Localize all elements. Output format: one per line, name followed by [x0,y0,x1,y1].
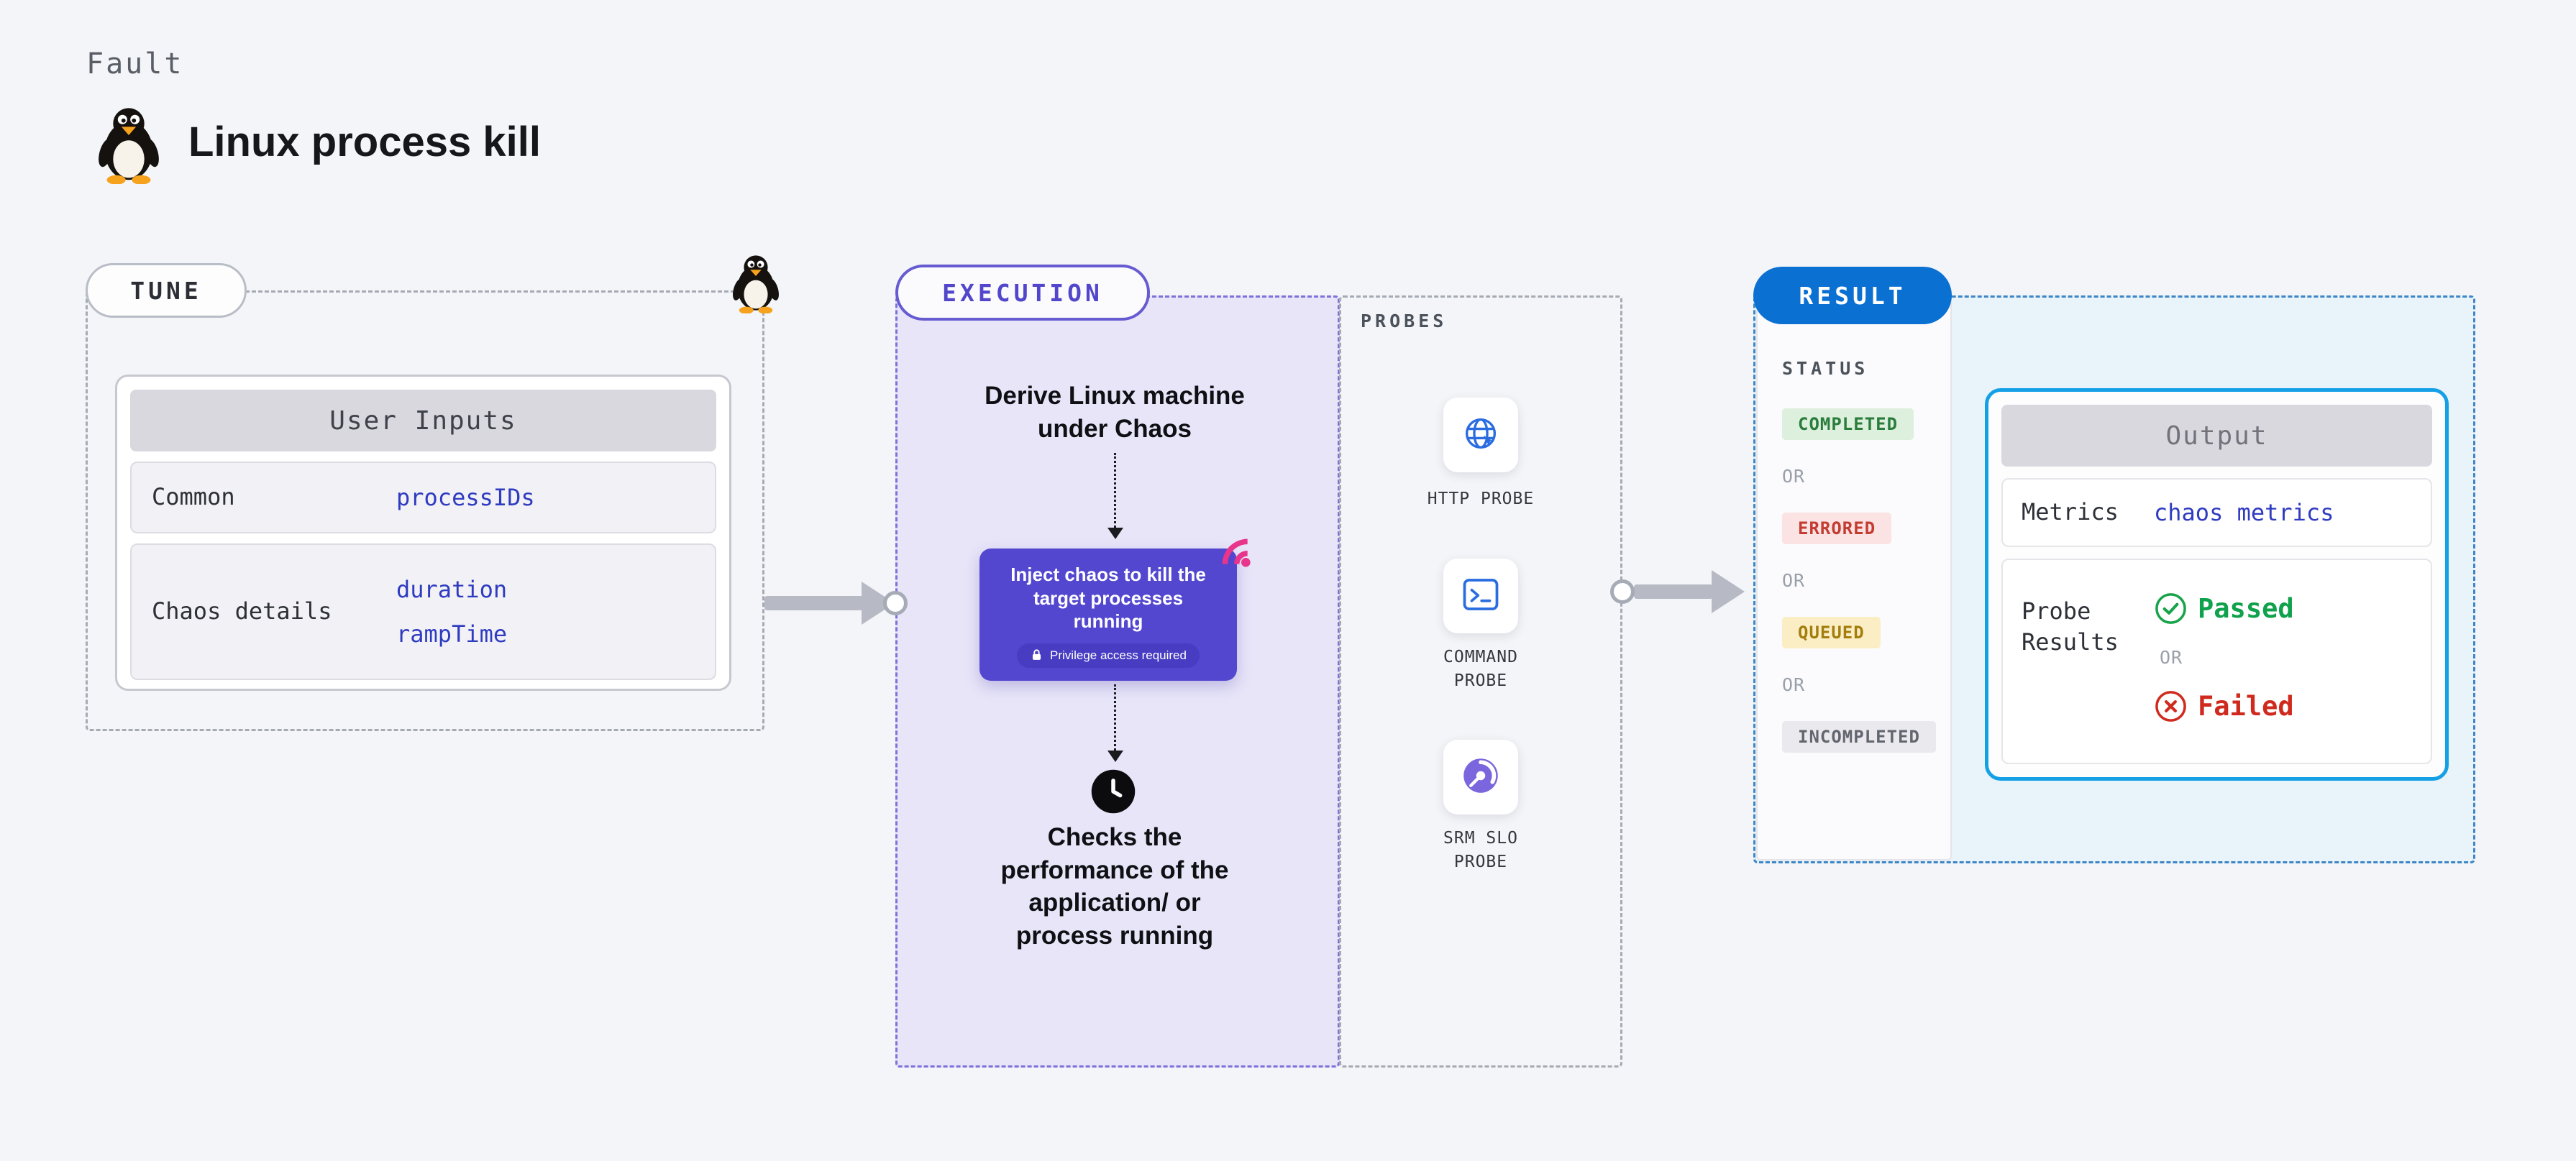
row-label-probe-results: Probe Results [2022,597,2119,656]
probe-label-http: HTTP PROBE [1427,490,1535,508]
dotted-arrowhead-icon [1107,528,1123,539]
fault-kicker: Fault [86,47,184,81]
tux-penguin-icon [93,105,164,185]
or-separator: OR [1782,674,1806,695]
probe-result-passed: Passed [2154,592,2294,625]
status-stack: COMPLETED OR ERRORED OR QUEUED OR INCOMP… [1782,408,1936,753]
table-row: Probe Results Passed OR [2001,559,2432,764]
arrow-execution-to-result [1634,584,1713,599]
execution-pill: EXECUTION [895,265,1150,321]
connector-dot [883,591,908,615]
execution-region [895,295,1340,1068]
status-badge-incompleted: INCOMPLETED [1782,721,1936,753]
table-row: Common processIDs [130,462,716,533]
probe-label-srm-slo: SRM SLO PROBE [1443,829,1518,872]
derive-text: Derive Linux machine under Chaos [985,382,1245,443]
or-separator: OR [2160,647,2183,668]
dotted-arrow [1114,684,1116,751]
probe-card-http [1443,398,1518,472]
privilege-badge: Privilege access required [1017,643,1200,668]
user-inputs-header: User Inputs [130,390,716,451]
tune-region [86,290,764,731]
connector-dot [1610,579,1635,604]
probes-region [1339,295,1622,1068]
output-header: Output [2001,405,2432,467]
probe-card-srm-slo [1443,740,1518,814]
row-label-metrics: Metrics [2022,498,2119,526]
passed-label: Passed [2198,593,2294,624]
page-title: Linux process kill [188,119,541,165]
probe-result-failed: Failed [2154,689,2294,723]
probes-label: PROBES [1361,311,1448,331]
tux-penguin-small-icon [729,253,782,314]
clock-icon [1090,768,1137,815]
row-label-common: Common [152,483,235,511]
link-processids[interactable]: processIDs [396,484,535,511]
status-label: STATUS [1782,358,1869,379]
chaos-signal-icon [1214,531,1254,571]
failed-label: Failed [2198,691,2294,722]
dotted-arrow [1114,453,1116,528]
row-label-chaos-details: Chaos details [152,597,332,625]
status-badge-queued: QUEUED [1782,617,1881,648]
lock-icon [1030,648,1043,662]
arrowhead-icon [1712,570,1745,613]
table-row: Metrics chaos metrics [2001,478,2432,547]
status-badge-errored: ERRORED [1782,513,1892,544]
result-pill: RESULT [1753,267,1952,324]
or-separator: OR [1782,570,1806,591]
probe-card-command [1443,559,1518,633]
x-circle-icon [2154,689,2188,723]
link-chaos-metrics[interactable]: chaos metrics [2154,499,2334,526]
checks-text: Checks the performance of the applicatio… [1000,823,1229,950]
probe-label-command: COMMAND PROBE [1443,648,1518,691]
inject-chaos-box: Inject chaos to kill the target processe… [979,549,1237,681]
user-inputs-table: User Inputs Common processIDs Chaos deta… [115,375,731,691]
arrow-tune-to-execution [764,596,867,610]
table-row: Chaos details duration rampTime [130,543,716,680]
tune-pill: TUNE [86,263,247,318]
globe-icon [1458,411,1503,459]
gauge-icon [1459,754,1502,801]
link-ramptime[interactable]: rampTime [396,620,508,648]
privilege-badge-label: Privilege access required [1050,648,1187,662]
or-separator: OR [1782,466,1806,487]
terminal-icon [1459,573,1502,620]
link-duration[interactable]: duration [396,576,508,603]
output-table: Output Metrics chaos metrics Probe Resul… [1985,388,2449,781]
status-panel [1756,298,1952,861]
inject-chaos-text: Inject chaos to kill the target processe… [1010,564,1206,632]
status-badge-completed: COMPLETED [1782,408,1914,440]
dotted-arrowhead-icon [1107,751,1123,762]
check-circle-icon [2154,592,2188,625]
